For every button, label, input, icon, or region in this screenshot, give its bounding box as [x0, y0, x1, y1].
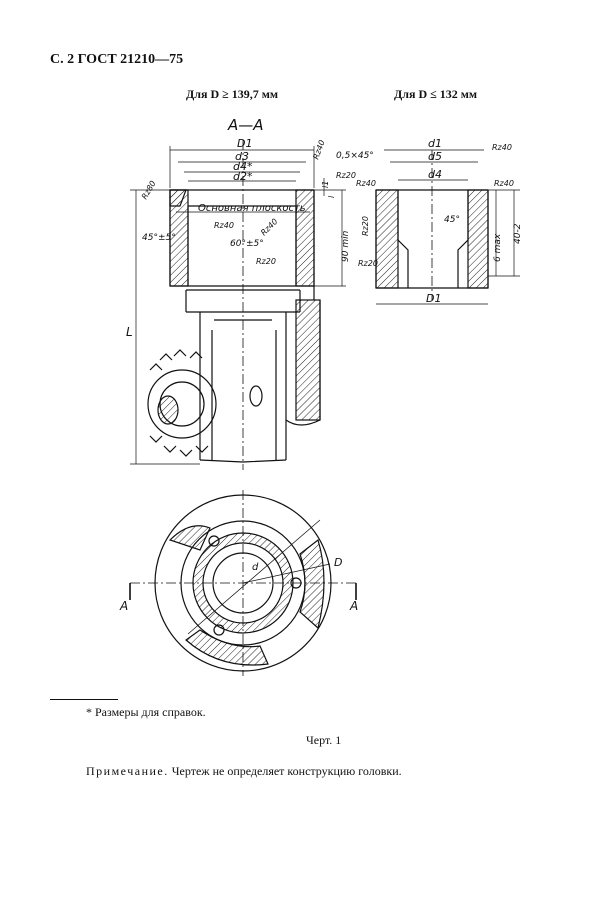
- svg-text:А: А: [349, 599, 358, 613]
- section-view-right: d1 d5 d4 D1 45° Rz40 Rz40 Rz40 Rz20 Rz20…: [356, 137, 523, 305]
- svg-text:d1: d1: [428, 137, 442, 150]
- svg-text:40-2: 40-2: [513, 223, 523, 244]
- section-title: А—А: [227, 116, 264, 134]
- svg-text:l1: l1: [321, 181, 330, 188]
- cutter-teeth: [149, 349, 209, 457]
- svg-text:Rz40: Rz40: [494, 179, 514, 188]
- svg-text:Основная плоскость: Основная плоскость: [198, 203, 306, 214]
- svg-text:Rz40: Rz40: [259, 217, 279, 237]
- svg-text:D: D: [334, 556, 342, 569]
- svg-text:d4*: d4*: [233, 160, 253, 173]
- caption-large-diameter: Для D ≥ 139,7 мм: [186, 87, 279, 101]
- footnote: * Размеры для справок.: [86, 705, 206, 719]
- svg-text:60°±5°: 60°±5°: [230, 239, 264, 249]
- figure-caption: Черт. 1: [306, 733, 342, 747]
- section-view-left: А—А: [126, 116, 374, 470]
- svg-text:Rz40: Rz40: [356, 179, 376, 188]
- svg-text:45°±5°: 45°±5°: [142, 233, 176, 243]
- svg-text:d2*: d2*: [233, 170, 253, 183]
- svg-text:D1: D1: [237, 137, 252, 150]
- svg-text:Rz20: Rz20: [358, 259, 378, 268]
- svg-text:Rz20: Rz20: [336, 171, 356, 180]
- footnote-rule: [50, 699, 118, 700]
- svg-text:d4: d4: [428, 168, 442, 181]
- note-text: Чертеж не определяет конструкцию головки…: [168, 764, 402, 778]
- lower-right-hatch: [295, 299, 321, 421]
- svg-text:Rz40: Rz40: [214, 221, 234, 230]
- svg-text:Rz20: Rz20: [256, 257, 276, 266]
- page-header: С. 2 ГОСТ 21210—75: [50, 52, 184, 67]
- svg-text:Rz40: Rz40: [311, 139, 326, 161]
- svg-text:l: l: [327, 195, 336, 198]
- svg-text:L: L: [126, 325, 133, 339]
- plan-view: А А D d: [119, 490, 358, 676]
- svg-text:D1: D1: [426, 292, 441, 305]
- note-lead: Примечание.: [86, 764, 169, 778]
- cutter-cone: [147, 369, 217, 439]
- svg-text:0,5×45°: 0,5×45°: [336, 151, 374, 161]
- svg-text:А: А: [119, 599, 128, 613]
- caption-small-diameter: Для D ≤ 132 мм: [394, 87, 478, 101]
- svg-text:90 min: 90 min: [341, 230, 351, 262]
- note: Примечание. Чертеж не определяет констру…: [86, 764, 402, 779]
- svg-text:6 max: 6 max: [493, 233, 503, 262]
- svg-text:Rz20: Rz20: [361, 216, 370, 236]
- svg-text:d: d: [252, 562, 259, 573]
- svg-text:Rz40: Rz40: [492, 143, 512, 152]
- svg-text:45°: 45°: [444, 215, 460, 225]
- svg-text:d5: d5: [428, 150, 442, 163]
- svg-text:d3: d3: [235, 150, 249, 163]
